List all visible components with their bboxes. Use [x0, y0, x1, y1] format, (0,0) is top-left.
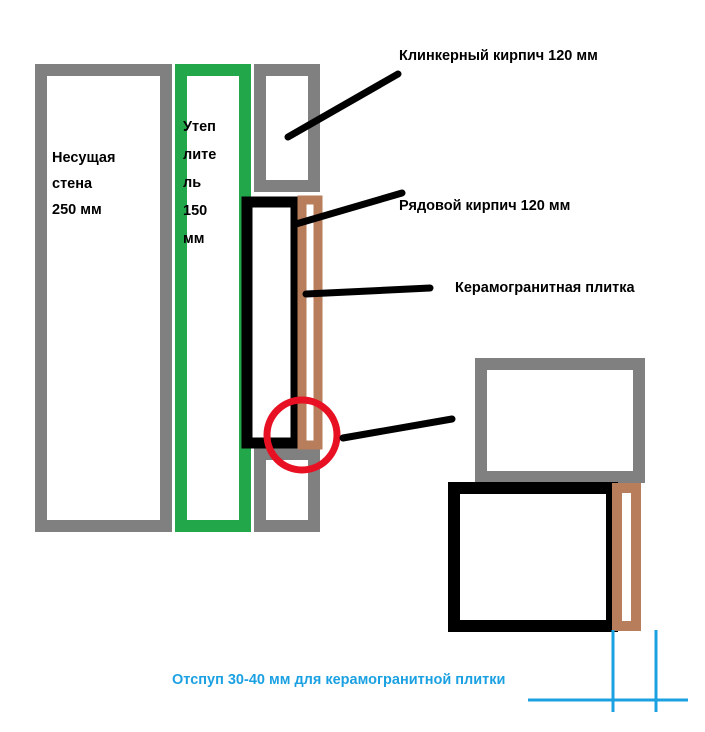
- bearing-wall-label-line-1: стена: [52, 176, 93, 192]
- clinker-brick-lower-shape: [254, 448, 320, 532]
- leader-line-clinker: [284, 70, 402, 141]
- annotation-label-porcelain-tile: Керамогранитная плитка: [455, 280, 636, 296]
- insulation-label-line-4: мм: [183, 231, 204, 247]
- bearing-wall-label-line-0: Несущая: [52, 150, 115, 166]
- annotation-label-clinker-brick: Клинкерный кирпич 120 мм: [399, 48, 598, 64]
- detail-highlight-circle: [263, 396, 341, 474]
- dimension-note-label: Отспуп 30-40 мм для керамогранитной плит…: [172, 672, 505, 688]
- detail-ordinary-brick-shape: [448, 482, 618, 632]
- insulation-label-line-0: Утеп: [183, 119, 216, 135]
- detail-clinker-brick-shape: [475, 358, 645, 483]
- annotation-label-ordinary-brick: Рядовой кирпич 120 мм: [399, 198, 570, 214]
- insulation-label-line-1: лите: [183, 147, 216, 163]
- bearing-wall-shape: [35, 64, 172, 532]
- clinker-brick-shape: [254, 64, 320, 192]
- insulation-label-line-2: ль: [183, 175, 201, 191]
- leader-line-detail: [339, 415, 456, 442]
- insulation-shape: [175, 64, 251, 532]
- ordinary-brick-shape: [241, 196, 302, 449]
- insulation-label-line-3: 150: [183, 203, 207, 219]
- porcelain-tile-shape: [297, 195, 323, 450]
- leader-line-tile: [302, 284, 434, 298]
- bearing-wall-label-line-2: 250 мм: [52, 202, 102, 218]
- leader-line-ordinary: [292, 189, 406, 228]
- detail-porcelain-tile-shape: [612, 483, 641, 631]
